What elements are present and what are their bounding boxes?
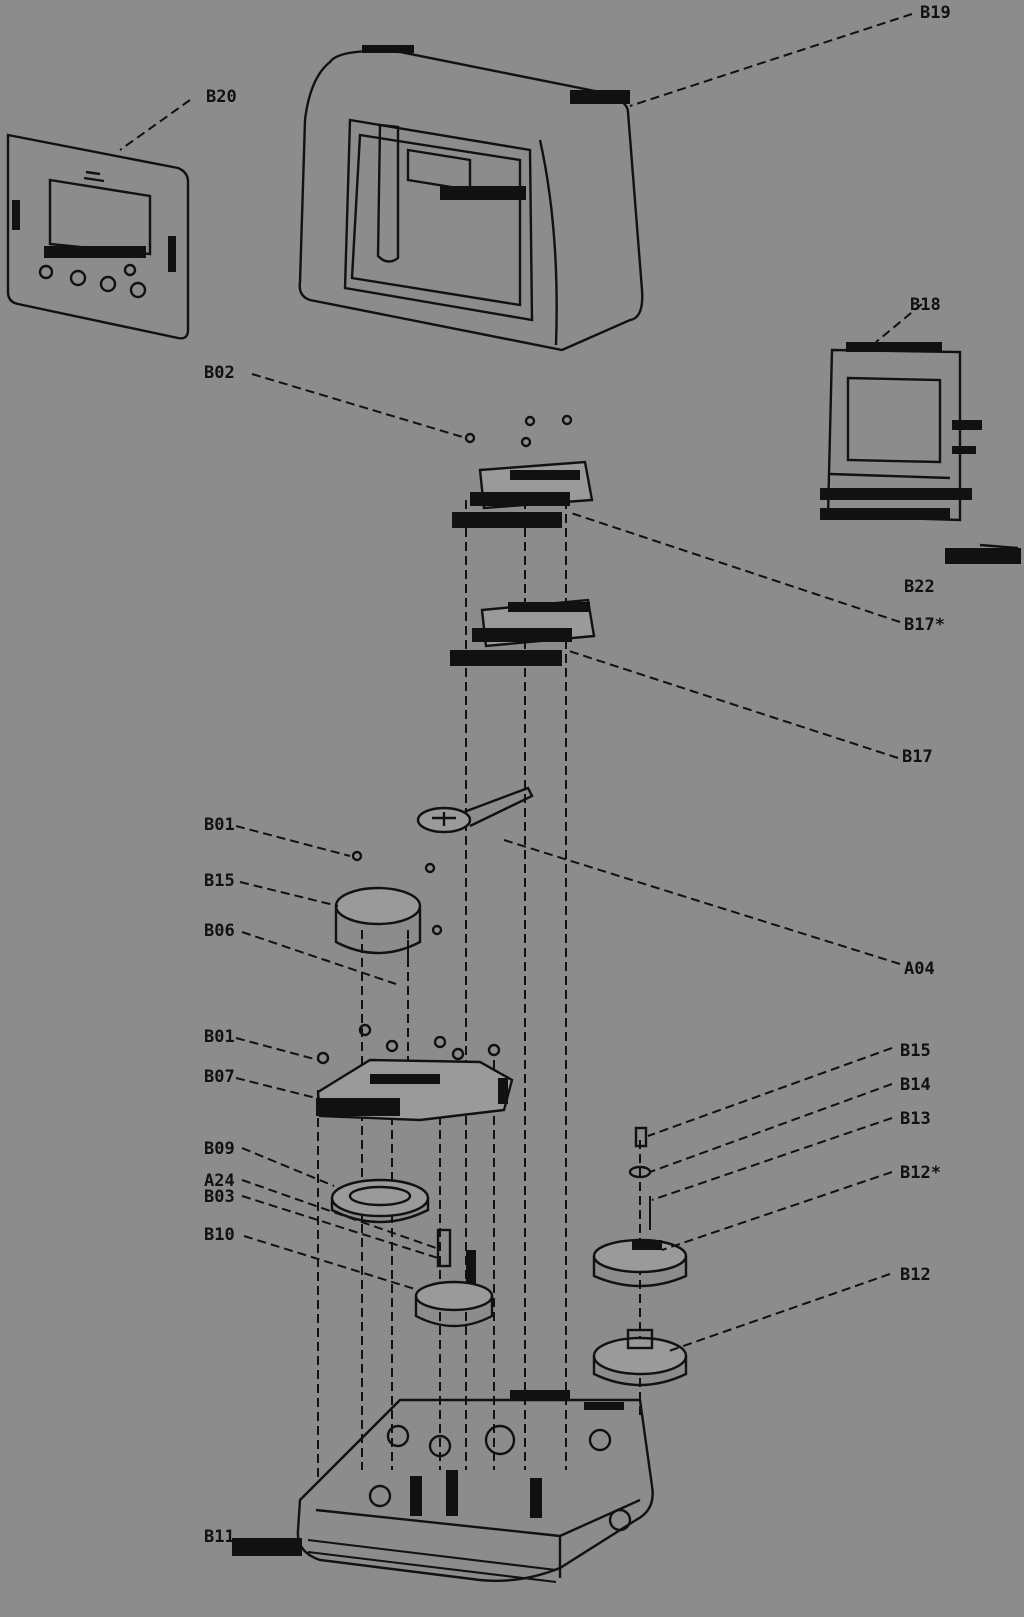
part-a24-shaft (436, 1228, 476, 1290)
label-b15-motor: B15 (204, 871, 235, 891)
leader-lines (119, 13, 923, 1353)
label-a24: A24 (204, 1171, 235, 1191)
part-a04-lever (416, 786, 534, 834)
part-b19-cover (298, 45, 644, 352)
part-b18-display (820, 342, 1021, 564)
part-b20-faceplate (6, 133, 190, 340)
label-b15-screw: B15 (900, 1041, 931, 1061)
callout-labels: B19 B20 B18 B02 B22 B17* B17 B01 B15 B06… (204, 3, 951, 1547)
label-b11: B11 (204, 1527, 235, 1547)
label-b13: B13 (900, 1109, 931, 1129)
label-a04: A04 (904, 959, 935, 979)
part-b10-gear (414, 1280, 494, 1328)
label-b06: B06 (204, 921, 235, 941)
label-b09: B09 (204, 1139, 235, 1159)
label-b18: B18 (910, 295, 941, 315)
label-b12: B12 (900, 1265, 931, 1285)
label-b17-star: B17* (904, 615, 945, 635)
part-b15-motor (334, 850, 443, 960)
part-b17-boards (450, 414, 596, 666)
label-b02: B02 (204, 363, 235, 383)
part-b07-plate (316, 1023, 514, 1122)
part-b11-base (232, 1390, 654, 1583)
label-b17: B17 (902, 747, 933, 767)
label-b03: B03 (204, 1187, 235, 1207)
label-b14: B14 (900, 1075, 931, 1095)
part-b09-gear (330, 1178, 430, 1224)
part-b13-b15-fasteners (628, 1126, 652, 1230)
assembly-axes (317, 500, 641, 1480)
label-b07: B07 (204, 1067, 235, 1087)
label-b22: B22 (904, 577, 935, 597)
label-b01-lower: B01 (204, 1027, 235, 1047)
label-b01-upper: B01 (204, 815, 235, 835)
part-b12-gears (592, 1238, 688, 1387)
label-b19: B19 (920, 3, 951, 23)
label-b10: B10 (204, 1225, 235, 1245)
label-b12-star: B12* (900, 1163, 941, 1183)
label-b20: B20 (206, 87, 237, 107)
